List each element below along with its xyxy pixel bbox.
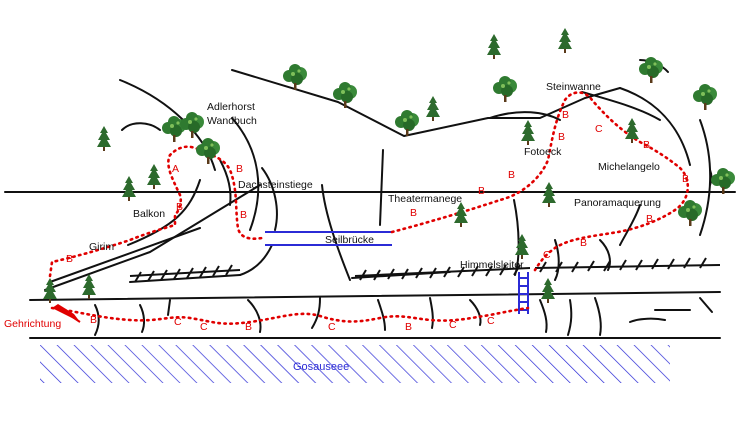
broadleaf-tree-icon xyxy=(333,82,357,108)
broadleaf-tree-icon xyxy=(678,200,702,226)
conifer-tree-icon xyxy=(487,34,501,59)
conifer-tree-icon xyxy=(82,274,96,299)
conifer-tree-icon xyxy=(515,234,529,259)
climbing-route xyxy=(48,91,689,325)
balkon-label: Balkon xyxy=(133,208,165,220)
conifer-tree-icon xyxy=(558,28,572,53)
wandbuch-label: Wandbuch xyxy=(207,115,257,127)
michelangelo-label: Michelangelo xyxy=(598,161,660,173)
broadleaf-tree-icon xyxy=(711,168,735,194)
grade-b-label: B xyxy=(410,207,417,219)
rope-bridge xyxy=(265,231,392,246)
lake-area xyxy=(40,345,670,383)
conifer-tree-icon xyxy=(541,278,555,303)
grade-b-label: B xyxy=(240,209,247,221)
broadleaf-tree-icon xyxy=(180,112,204,138)
grade-b-label: B xyxy=(558,131,565,143)
grade-b-label: B xyxy=(580,237,587,249)
hatched-ledges xyxy=(129,257,721,283)
conifer-tree-icon xyxy=(521,120,535,145)
grade-b-label: B xyxy=(508,169,515,181)
grade-c-label: C xyxy=(328,321,336,333)
grade-b-label: B xyxy=(405,321,412,333)
route-grades: A B B B B B B B B B C B B B B C B C C B … xyxy=(66,109,689,333)
steinwanne-label: Steinwanne xyxy=(546,81,601,93)
grade-a-label: A xyxy=(172,163,179,175)
grade-b-label: B xyxy=(90,314,97,326)
rock-lines xyxy=(4,59,736,339)
girim-label: Girim xyxy=(89,241,114,253)
grade-b-label: B xyxy=(646,213,653,225)
place-labels: Adlerhorst Wandbuch Dachsteinstiege Balk… xyxy=(89,81,661,253)
broadleaf-tree-icon xyxy=(493,76,517,102)
direction-arrow-icon xyxy=(52,304,81,323)
fotoeck-label: Fotoeck xyxy=(524,146,562,158)
dachsteinstiege-label: Dachsteinstiege xyxy=(238,179,313,191)
grade-c-label: C xyxy=(543,249,551,261)
conifer-tree-icon xyxy=(97,126,111,151)
panoramaquerung-label: Panoramaquerung xyxy=(574,197,661,209)
grade-b-label: B xyxy=(682,173,689,185)
grade-c-label: C xyxy=(595,123,603,135)
lake-label: Gosauseee xyxy=(293,361,349,373)
theatermanege-label: Theatermanege xyxy=(388,193,462,205)
conifer-tree-icon xyxy=(542,182,556,207)
grade-c-label: C xyxy=(449,319,457,331)
conifer-tree-icon xyxy=(454,202,468,227)
grade-c-label: C xyxy=(200,321,208,333)
grade-b-label: B xyxy=(643,139,650,151)
conifer-tree-icon xyxy=(122,176,136,201)
grade-b-label: B xyxy=(66,253,73,265)
grade-b-label: B xyxy=(245,321,252,333)
conifer-tree-icon xyxy=(426,96,440,121)
broadleaf-tree-icon xyxy=(196,138,220,164)
seilbruecke-label: Seilbrücke xyxy=(325,234,374,246)
conifer-tree-icon xyxy=(147,164,161,189)
grade-c-label: C xyxy=(174,316,182,328)
direction-label: Gehrichtung xyxy=(4,318,61,330)
adlerhorst-label: Adlerhorst xyxy=(207,101,255,113)
grade-b-label: B xyxy=(562,109,569,121)
grade-b-label: B xyxy=(478,185,485,197)
himmelsleiter-label: Himmelsleiter xyxy=(460,259,524,271)
grade-b-label: B xyxy=(236,163,243,175)
grade-b-label: B xyxy=(176,201,183,213)
broadleaf-tree-icon xyxy=(693,84,717,110)
grade-c-label: C xyxy=(487,315,495,327)
